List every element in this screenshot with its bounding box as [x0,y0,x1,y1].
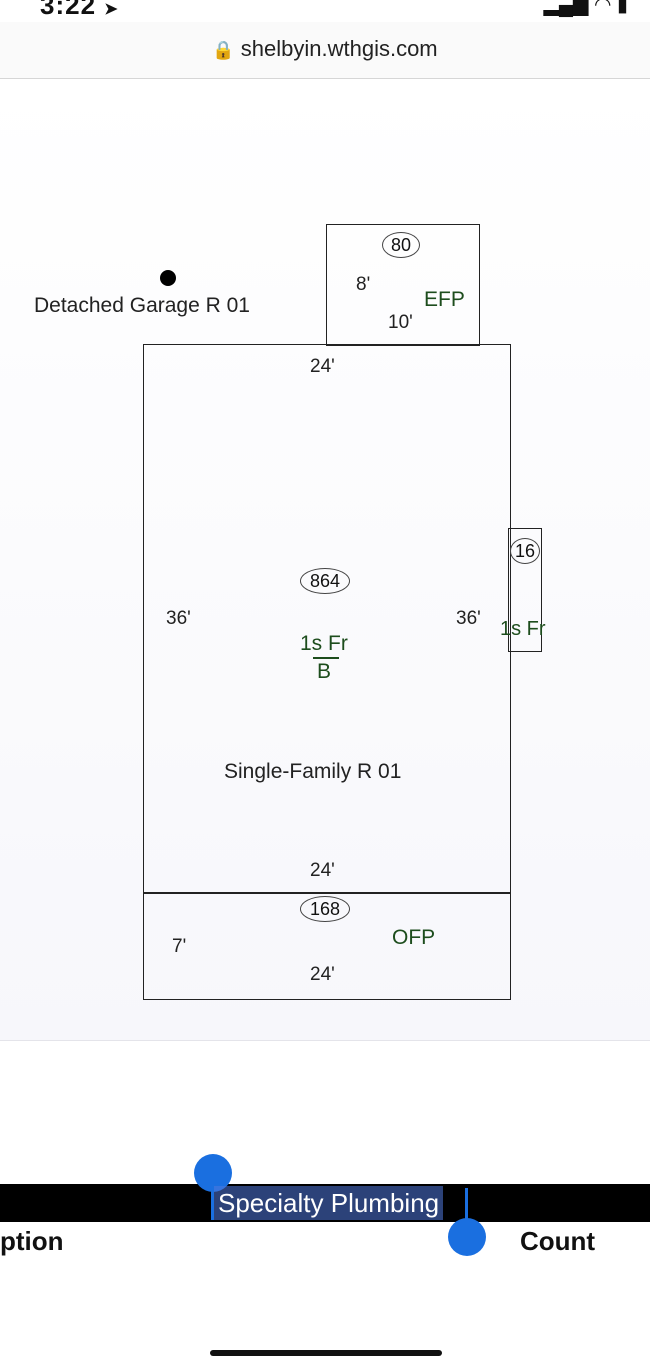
main-house-box [143,344,511,894]
selection-start-handle[interactable] [194,1154,232,1192]
status-icons: ▂▄▆ ◠ ▮ [543,0,628,17]
main-dim-top: 24' [310,356,335,377]
wifi-icon: ◠ [593,0,612,16]
selection-start-stem [211,1188,214,1220]
fraction-line [313,657,339,659]
home-indicator[interactable] [210,1350,442,1356]
status-time-text: 3:22 [40,0,97,20]
column-header-count: Count [520,1226,596,1256]
ofp-dim-side: 7' [172,936,187,957]
ofp-code: OFP [392,926,436,949]
signal-icon: ▂▄▆ [543,0,589,16]
status-time: 3:22 ➤ [40,0,119,21]
efp-code: EFP [424,288,465,311]
url-text[interactable]: shelbyin.wthgis.com [240,36,438,61]
url-wrapper[interactable]: 🔒shelbyin.wthgis.com [0,36,650,62]
ofp-box [143,892,511,1000]
location-arrow-icon: ➤ [104,1,119,18]
main-code-top: 1s Fr [300,632,348,655]
garage-label: Detached Garage R 01 [34,294,250,317]
main-dim-right: 36' [456,608,481,629]
efp-area-oval: 80 [382,232,420,258]
efp-dim-bottom: 10' [388,312,413,333]
selection-end-stem [465,1188,468,1222]
property-sketch: Detached Garage R 01 80 8' EFP 10' 24' 8… [0,80,650,1041]
battery-icon: ▮ [616,0,628,16]
efp-dim-side: 8' [356,274,371,295]
main-dim-bottom: 24' [310,860,335,881]
side-area-oval: 16 [510,538,540,564]
main-code-bottom: B [317,660,332,683]
selection-end-handle[interactable] [448,1218,486,1256]
main-name-label: Single-Family R 01 [224,760,402,783]
side-code: 1s Fr [500,618,546,640]
ofp-area-oval: 168 [300,896,350,922]
section-heading-text[interactable]: Specialty Plumbing [214,1186,444,1220]
lock-icon: 🔒 [212,40,235,60]
main-dim-left: 36' [166,608,191,629]
ofp-dim-bottom: 24' [310,964,335,985]
browser-address-bar[interactable]: 🔒shelbyin.wthgis.com [0,22,650,79]
main-area-oval: 864 [300,568,350,594]
side-box [508,528,542,652]
garage-marker-dot [160,270,176,286]
efp-box [326,224,480,346]
column-header-description: ption [0,1226,64,1256]
status-bar: 3:22 ➤ ▂▄▆ ◠ ▮ [0,0,650,22]
